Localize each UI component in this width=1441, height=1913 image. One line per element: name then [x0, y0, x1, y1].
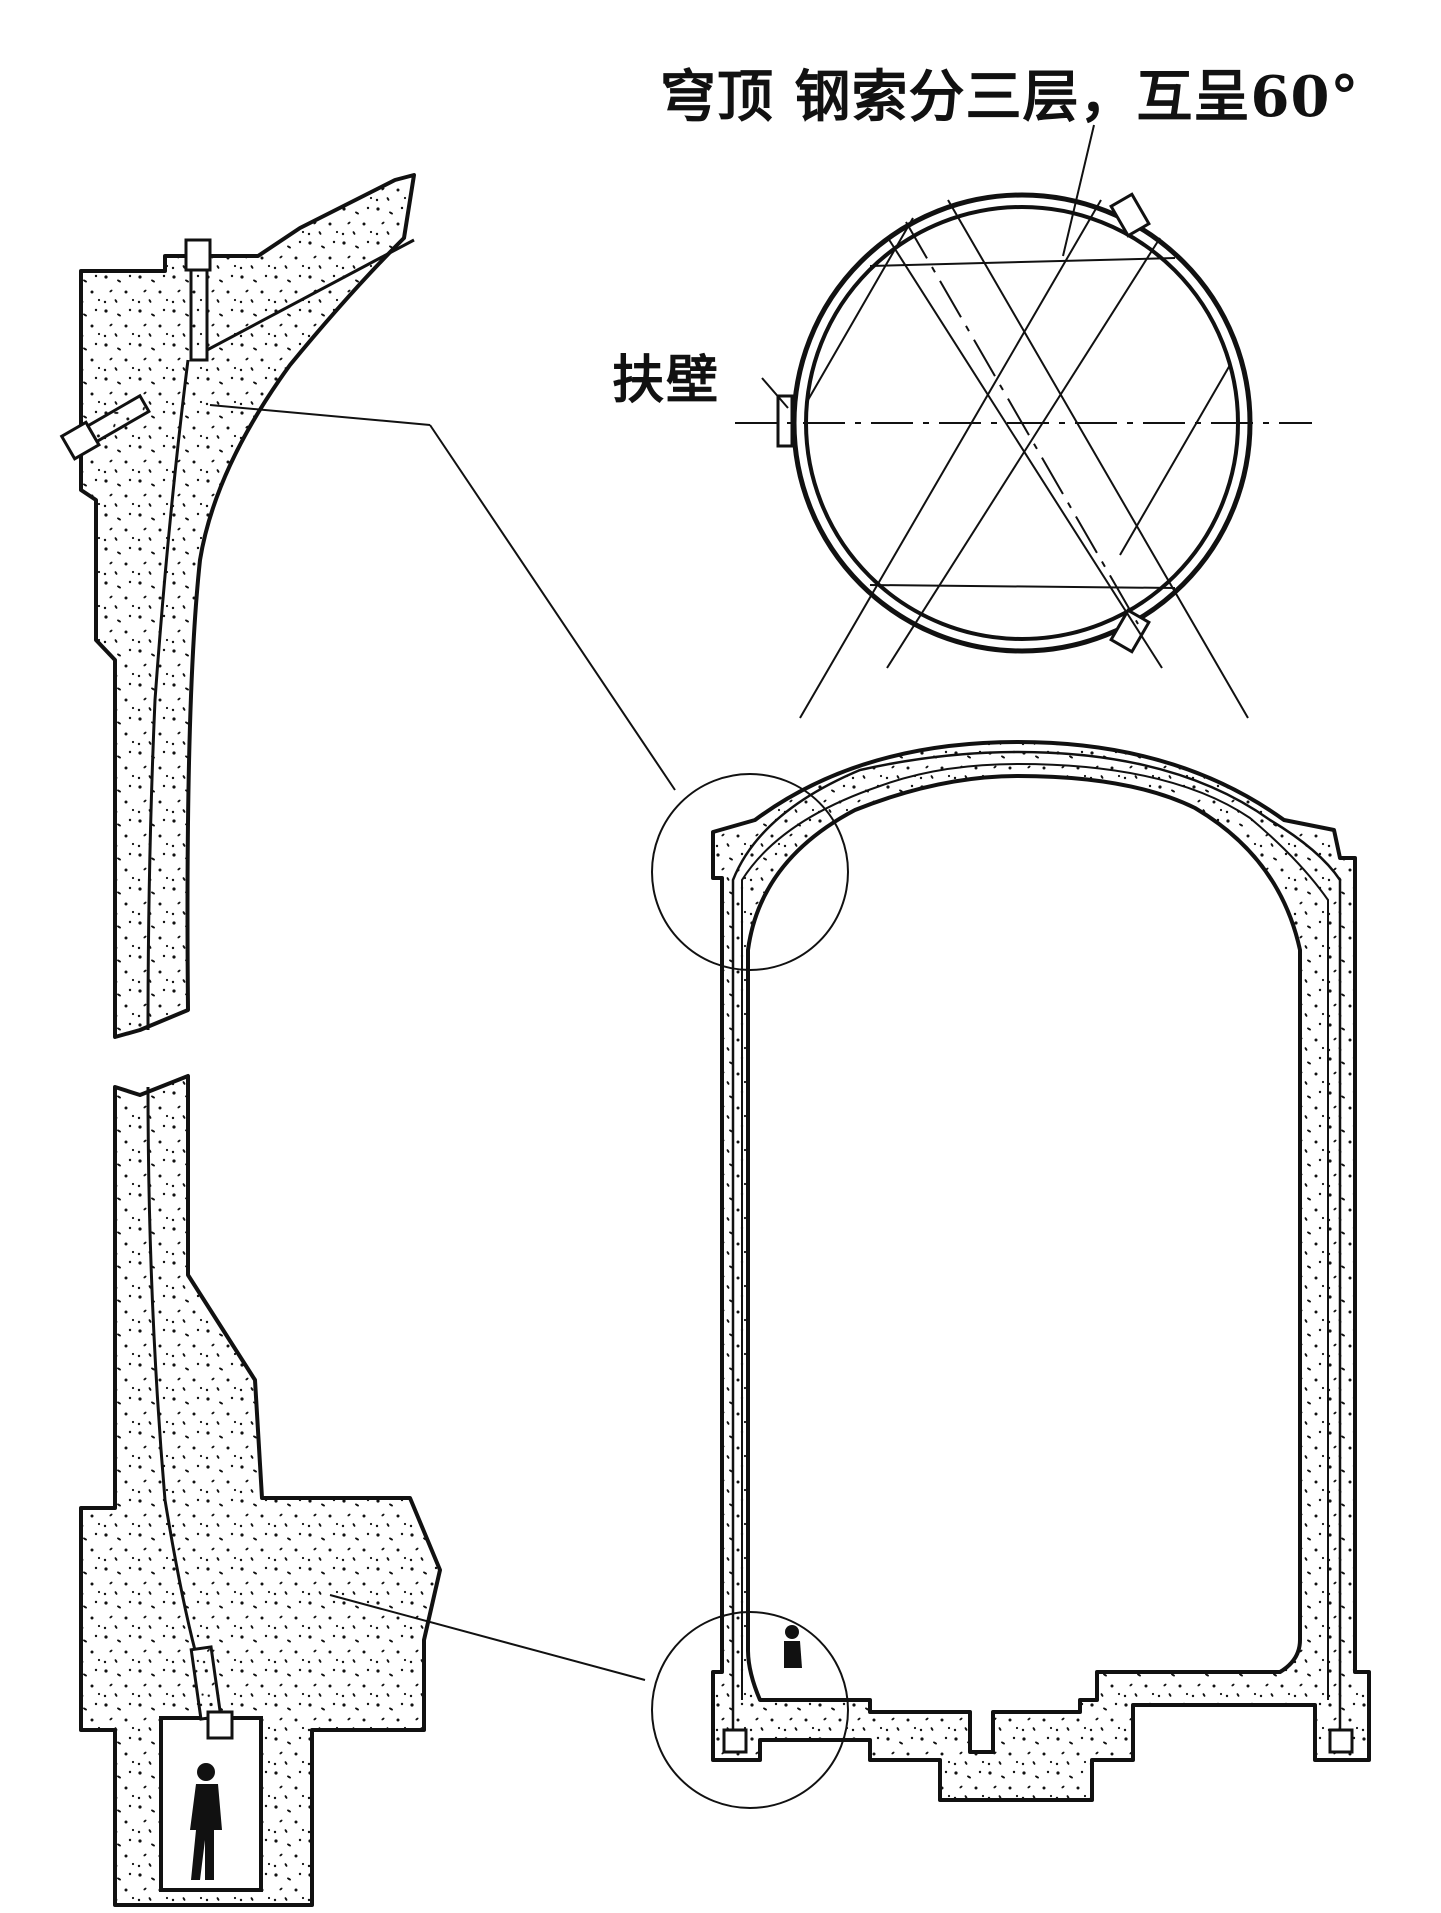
dome-wall-junction-detail: [59, 173, 676, 1039]
base-tendon-duct: [146, 1086, 212, 1701]
dome-tendon-duct: [191, 238, 415, 360]
dome-cables: [799, 199, 1249, 719]
bottom-detail-leader: [329, 1594, 646, 1681]
detail-circle-bottom: [651, 1611, 849, 1809]
wall-tendon-duct: [146, 359, 190, 1031]
gallery-box-right: [1328, 1728, 1354, 1754]
side-anchor: [59, 393, 151, 461]
section-tendon-duct-inner-right: [1017, 763, 1329, 1700]
top-anchor-head: [184, 238, 212, 272]
base-gallery-detail: [79, 1074, 646, 1907]
section-tendon-duct-inner-left: [741, 763, 1019, 1700]
dome-plan-view: [735, 124, 1312, 719]
bottom-anchor-head: [206, 1710, 234, 1740]
top-detail-leader-b: [429, 424, 676, 791]
dome-label-leader: [1062, 124, 1095, 257]
base-concrete: [79, 1074, 442, 1907]
buttress-left: [776, 394, 794, 448]
top-detail-leader-a: [209, 404, 431, 426]
dome-cable-label: 穹顶 钢索分三层，互呈60°: [660, 64, 1360, 130]
buttress-label: 扶壁: [612, 350, 721, 411]
containment-inner-cavity: [746, 774, 1302, 1754]
diagonal-axis: [905, 221, 1139, 625]
detail-circle-top: [651, 773, 849, 971]
buttress-leader: [761, 377, 789, 409]
buttress-bottom-right: [1109, 608, 1151, 654]
section-tendon-duct-outer: [731, 750, 1342, 1750]
containment-section: [651, 740, 1371, 1809]
gallery-box-left: [722, 1728, 748, 1754]
junction-concrete: [79, 173, 416, 1039]
top-anchor-thread: [189, 268, 209, 362]
worker-figure-section: [784, 1625, 802, 1668]
buttress-top-right: [1109, 192, 1151, 238]
worker-figure-gallery: [190, 1763, 222, 1880]
